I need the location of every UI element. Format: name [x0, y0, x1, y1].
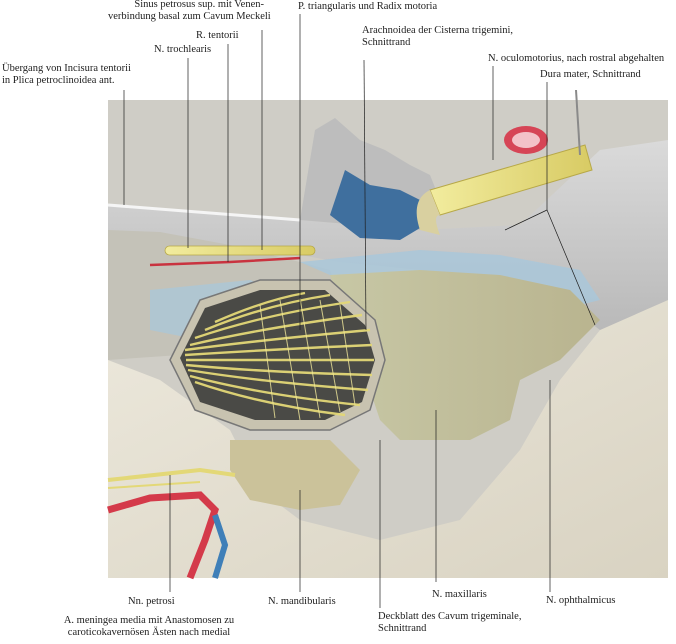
label-n-oculomotorius: N. oculomotorius, nach rostral abgehalte… — [488, 53, 665, 64]
label-incisura-line2: in Plica petroclinoidea ant. — [2, 75, 115, 86]
label-r-tentorii: R. tentorii — [196, 30, 239, 41]
label-deckblatt: Deckblatt des Cavum trigeminale, Schnitt… — [378, 611, 521, 635]
petrosal-nerves — [107, 467, 236, 482]
meningea-media-artery — [107, 491, 220, 580]
label-n-trochlearis: N. trochlearis — [154, 44, 212, 55]
dura-cut-edge — [107, 203, 301, 222]
skull-base-bone — [108, 300, 668, 578]
cave-interior — [180, 290, 375, 420]
label-meningea-line2: caroticokavernösen Ästen nach medial — [67, 627, 231, 638]
label-sinus-petrosus-line2: verbindung basal zum Cavum Meckeli — [108, 11, 271, 22]
leader-lines — [123, 14, 596, 608]
label-dura-mater: Dura mater, Schnittrand — [540, 69, 641, 80]
label-meningea-line1: A. meningea media mit Anastomosen zu — [63, 615, 235, 626]
meckel-cave-body — [330, 270, 600, 440]
n-trochlearis-strand — [164, 245, 316, 256]
label-arachnoidea-line1: Arachnoidea der Cisterna trigemini, — [362, 25, 514, 36]
label-arachnoidea-line2: Schnittrand — [362, 37, 411, 48]
label-p-triangularis: P. triangularis und Radix motoria — [298, 1, 438, 12]
fiber-plexus — [259, 297, 356, 421]
retractor-hook — [575, 89, 581, 156]
label-nn-petrosi: Nn. petrosi — [128, 596, 175, 607]
label-sinus-petrosus-line1: Sinus petrosus sup. mit Venen- — [134, 0, 264, 10]
label-incisura-line1: Übergang von Incisura tentorii — [2, 63, 131, 74]
label-n-mandibularis: N. mandibularis — [268, 596, 336, 607]
label-incisura-tentorii: Übergang von Incisura tentorii in Plica … — [2, 63, 131, 87]
label-sinus-petrosus: Sinus petrosus sup. mit Venen- verbindun… — [108, 0, 271, 23]
meningea-vein — [212, 514, 229, 579]
cavernous-sinus-blue — [330, 170, 425, 240]
label-n-ophthalmicus: N. ophthalmicus — [546, 595, 616, 606]
label-deckblatt-line2: Schnittrand — [378, 623, 427, 634]
label-arachnoidea: Arachnoidea der Cisterna trigemini, Schn… — [362, 25, 513, 49]
r-tentorii-vessel — [149, 256, 301, 267]
mandibular-root — [230, 440, 360, 510]
n-oculomotorius-curve — [416, 190, 440, 235]
label-n-maxillaris: N. maxillaris — [432, 589, 487, 600]
label-meningea-media: A. meningea media mit Anastomosen zu car… — [38, 615, 260, 639]
label-deckblatt-line1: Deckblatt des Cavum trigeminale, — [378, 611, 522, 622]
